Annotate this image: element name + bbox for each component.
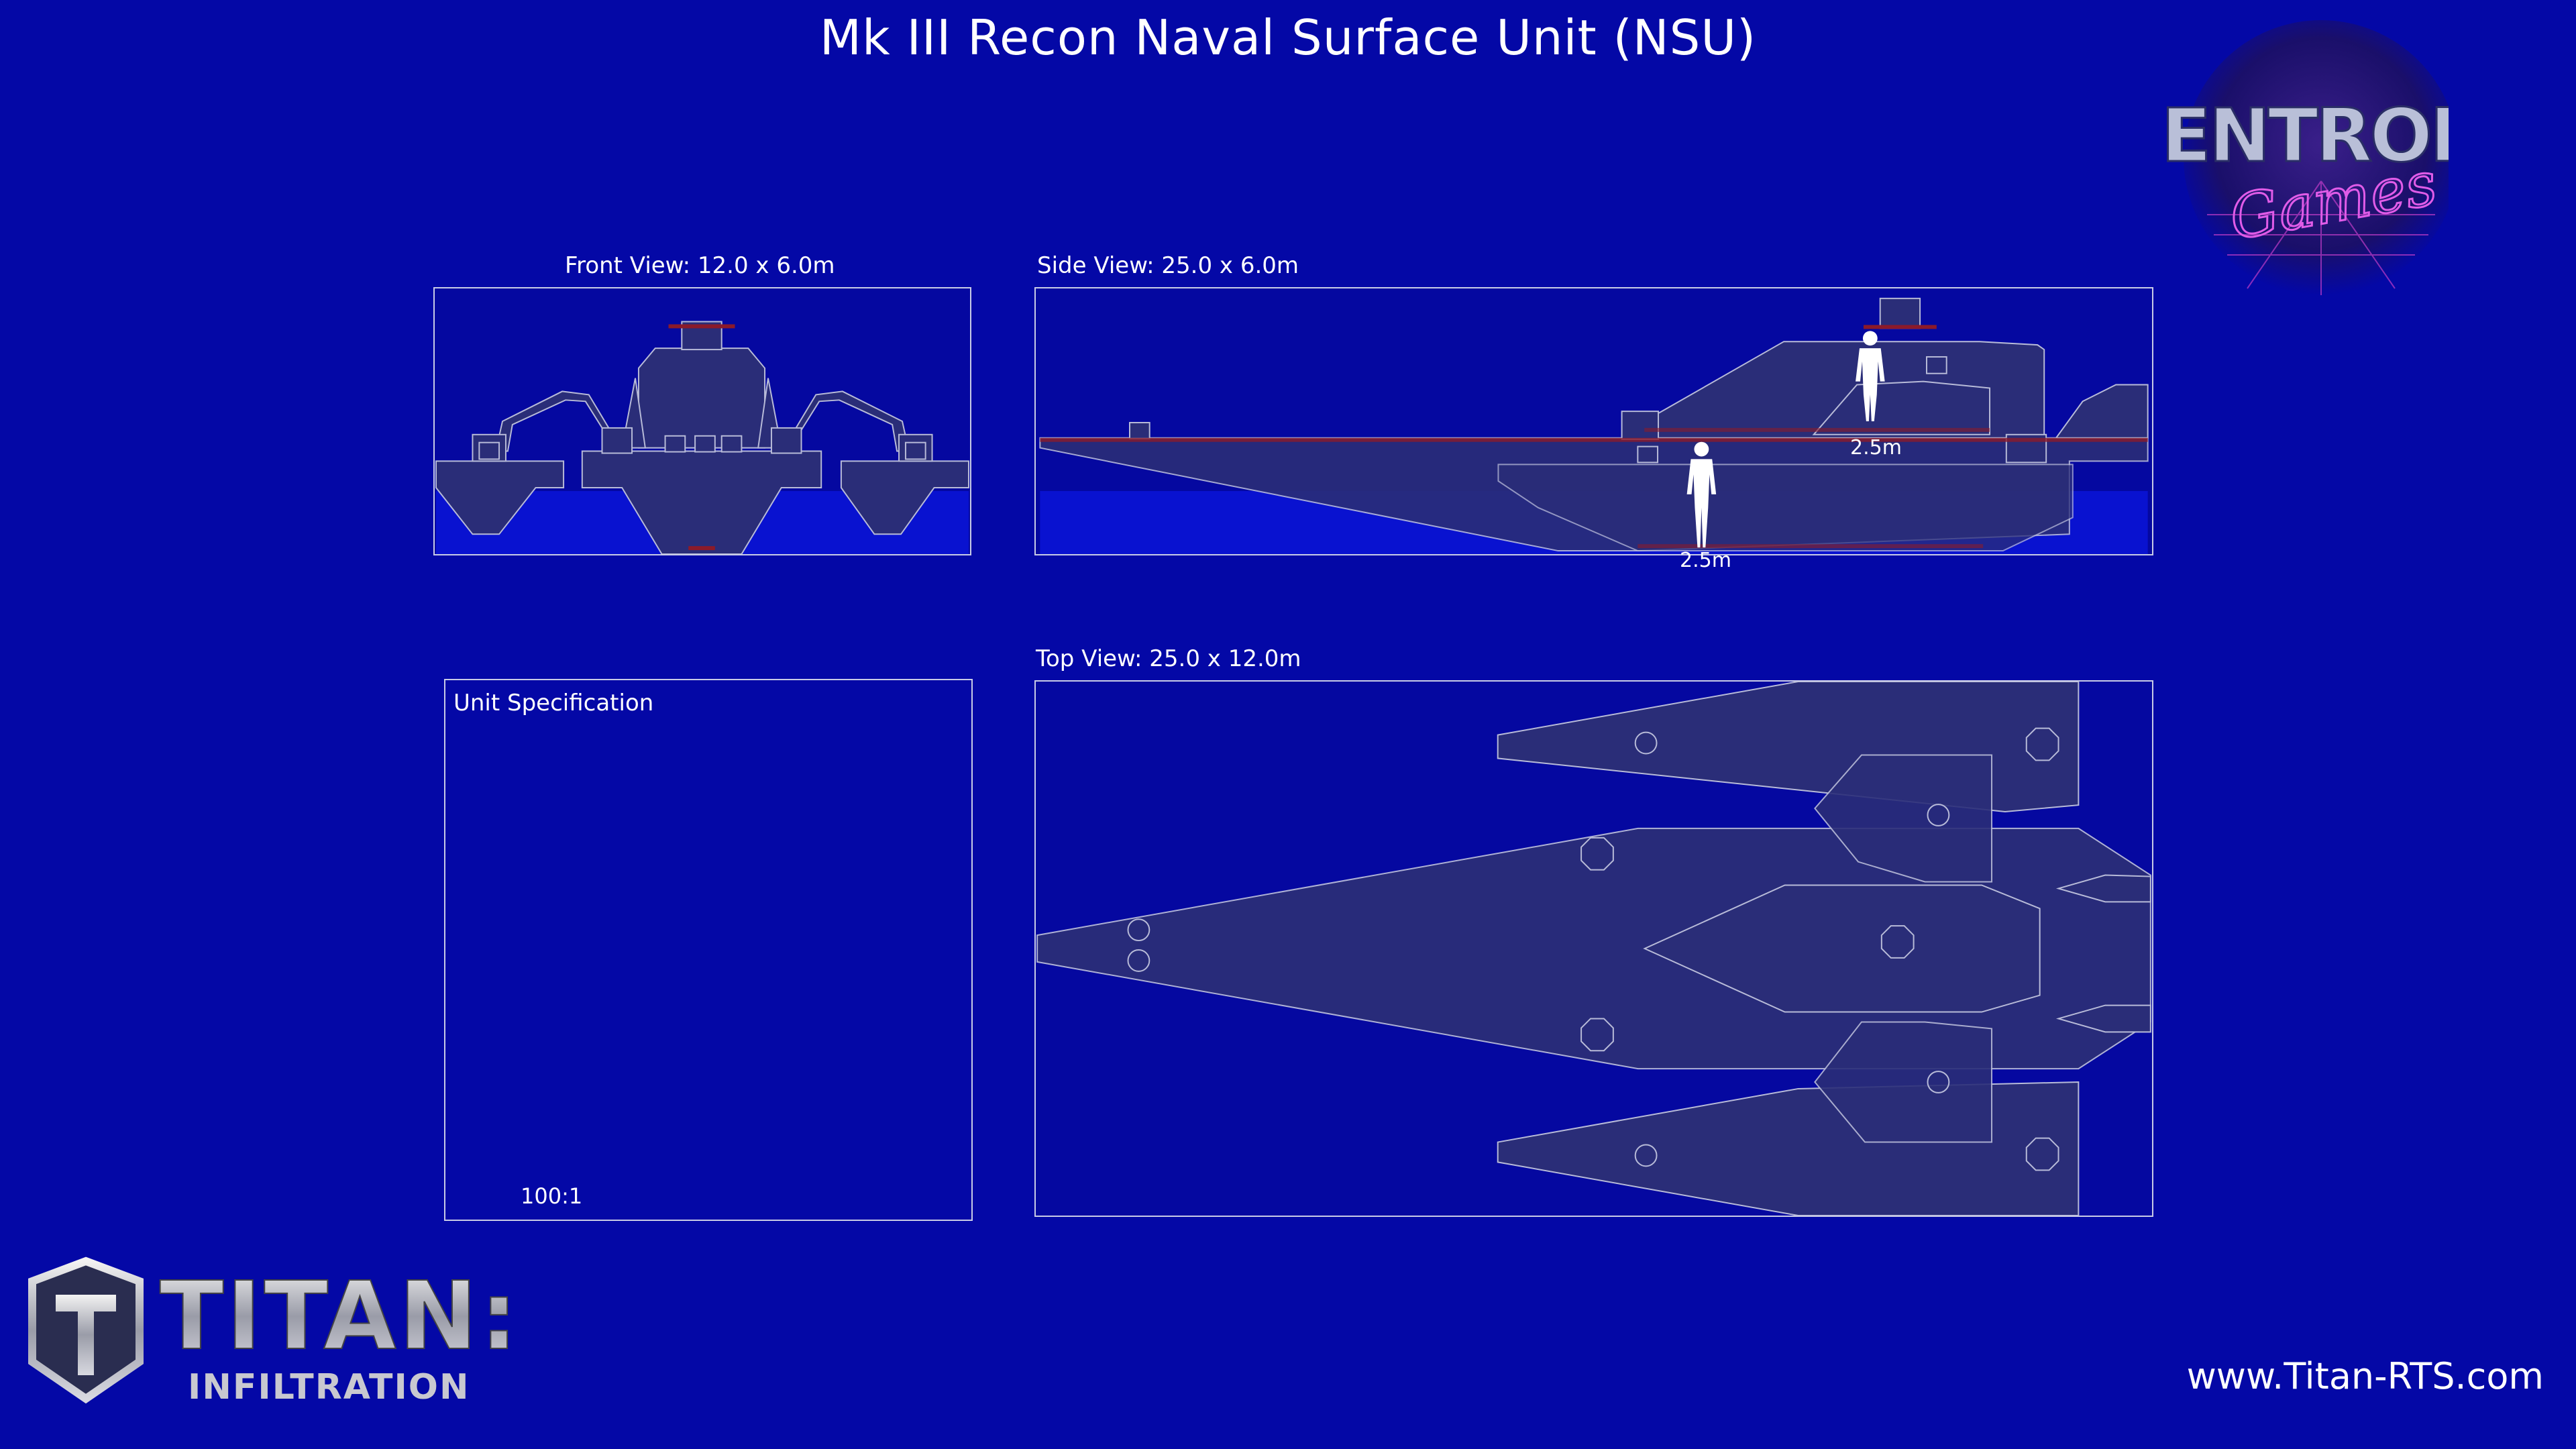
human-scale-figure-lower [1686,441,1717,548]
left-arm [494,390,610,452]
unit-specification-title: Unit Specification [453,690,654,716]
upper-bow-fin [2055,874,2151,903]
top-view-label: Top View: 25.0 x 12.0m [1036,645,1301,672]
forward-turret [1812,380,1991,435]
scale-height-label-lower: 2.5m [1680,549,1731,572]
front-view-label: Front View: 12.0 x 6.0m [565,252,835,279]
right-pontoon [840,460,969,535]
lower-turret-mount [1814,1021,1993,1143]
centre-hull [581,450,822,554]
bow-fin [2055,384,2149,439]
inner-hull [1497,464,2074,552]
side-view-label: Side View: 25.0 x 6.0m [1037,252,1299,279]
human-scale-figure-upper [1856,331,1885,421]
front-view-drawing [435,321,969,554]
upper-turret-mount [1814,754,1993,883]
website-url[interactable]: www.Titan-RTS.com [2186,1355,2544,1397]
central-superstructure [1643,884,2041,1013]
lower-bow-fin [2055,1004,2151,1033]
top-view-panel [1034,680,2153,1217]
zentropy-games-logo: ZENTROPY Games [2167,20,2449,295]
mast-block [1879,297,1921,329]
scale-height-label-upper: 2.5m [1850,436,1902,460]
front-view-panel [433,287,971,555]
page-title: Mk III Recon Naval Surface Unit (NSU) [819,9,1757,66]
titan-main-text: TITAN: [160,1262,521,1371]
zentropy-main-text: ZENTROPY [2167,93,2449,178]
side-view-drawing [1039,297,2149,554]
unit-specification-panel: Unit Specification 100:1 [444,679,973,1221]
left-pontoon [435,460,565,535]
right-arm [795,390,910,452]
titan-sub-text: INFILTRATION [188,1367,470,1407]
scale-ratio: 100:1 [521,1183,583,1209]
top-view-drawing [1036,682,2151,1216]
tower [637,347,766,449]
side-view-panel [1034,287,2153,555]
titan-infiltration-logo: TITAN: INFILTRATION [28,1256,521,1407]
